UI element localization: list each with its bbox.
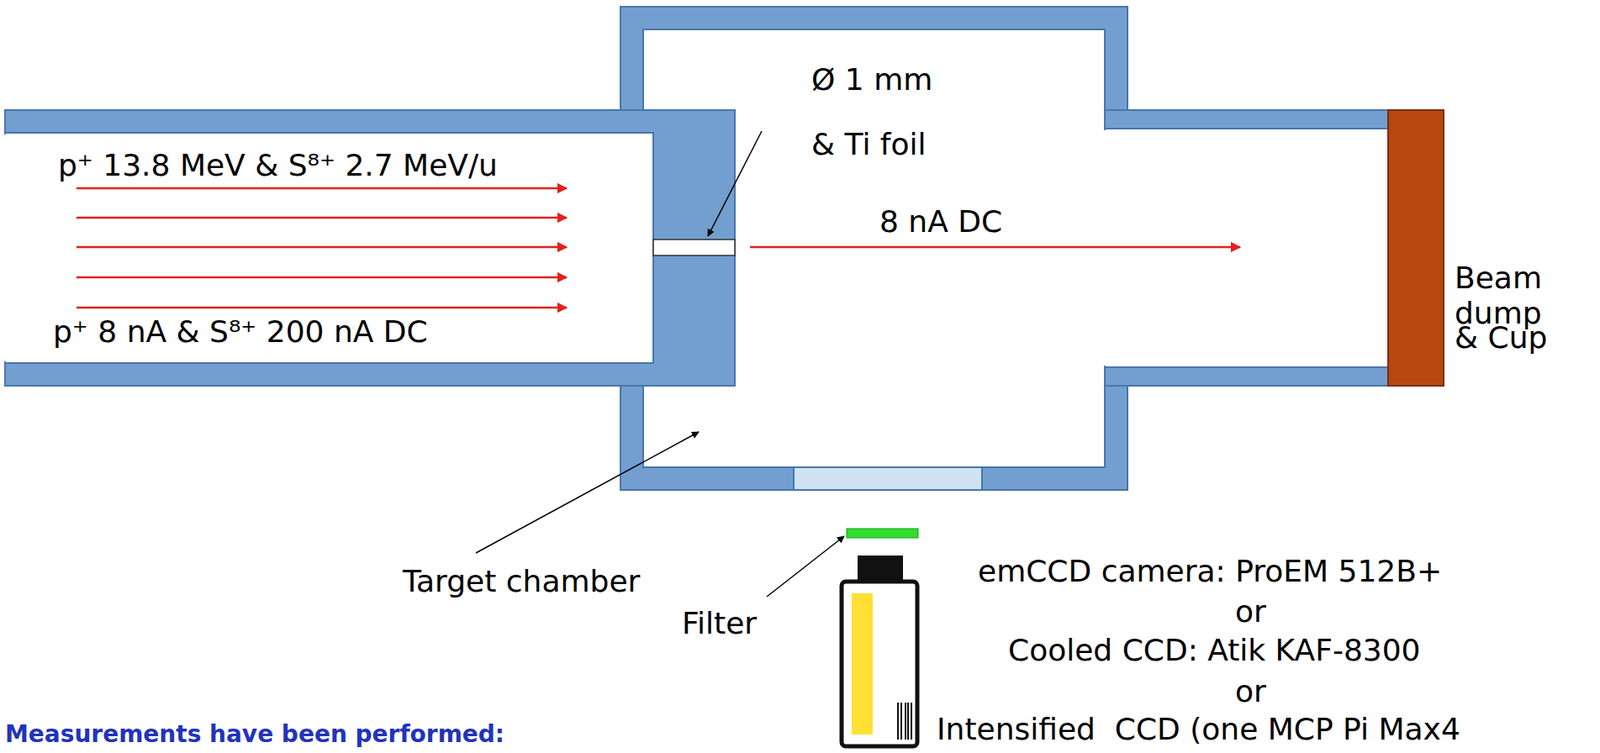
camera-option: Cooled CCD: Atik KAF-8300 [1008, 633, 1421, 668]
beam-current: p⁺ 8 nA & S⁸⁺ 200 nA DC [52, 314, 428, 349]
viewport-window [793, 467, 983, 491]
camera-option: emCCD camera: ProEM 512B+ [977, 554, 1442, 589]
section-heading: Measurements have been performed: [5, 721, 505, 749]
transmitted-current: 8 nA DC [879, 204, 1003, 239]
dump-label: Beam dump [1454, 260, 1581, 331]
beam-arrows [76, 188, 1241, 308]
filter-plate [846, 528, 919, 539]
beam-dump [1388, 110, 1444, 386]
aperture-hole [653, 239, 735, 256]
camera-icon [841, 555, 918, 747]
chamber-wall [620, 6, 1128, 491]
aperture-size: Ø 1 mm [811, 62, 933, 97]
filter-label: Filter [681, 606, 757, 641]
or-label: or [1235, 674, 1267, 709]
beam-description: p⁺ 13.8 MeV & S⁸⁺ 2.7 MeV/u [58, 147, 498, 183]
camera-option: Intensified CCD (one MCP Pi Max4 [936, 712, 1461, 747]
chamber-interior [643, 29, 1105, 468]
beam-pipe-wall [5, 110, 735, 386]
or-label: or [1235, 594, 1267, 629]
cup-label: & Cup [1454, 320, 1548, 355]
leader-lines [475, 131, 845, 597]
chamber-label: Target chamber [402, 564, 640, 599]
beam-pipe-interior [5, 132, 654, 364]
foil-label: & Ti foil [811, 126, 927, 162]
pipe-open-end [0, 134, 7, 362]
